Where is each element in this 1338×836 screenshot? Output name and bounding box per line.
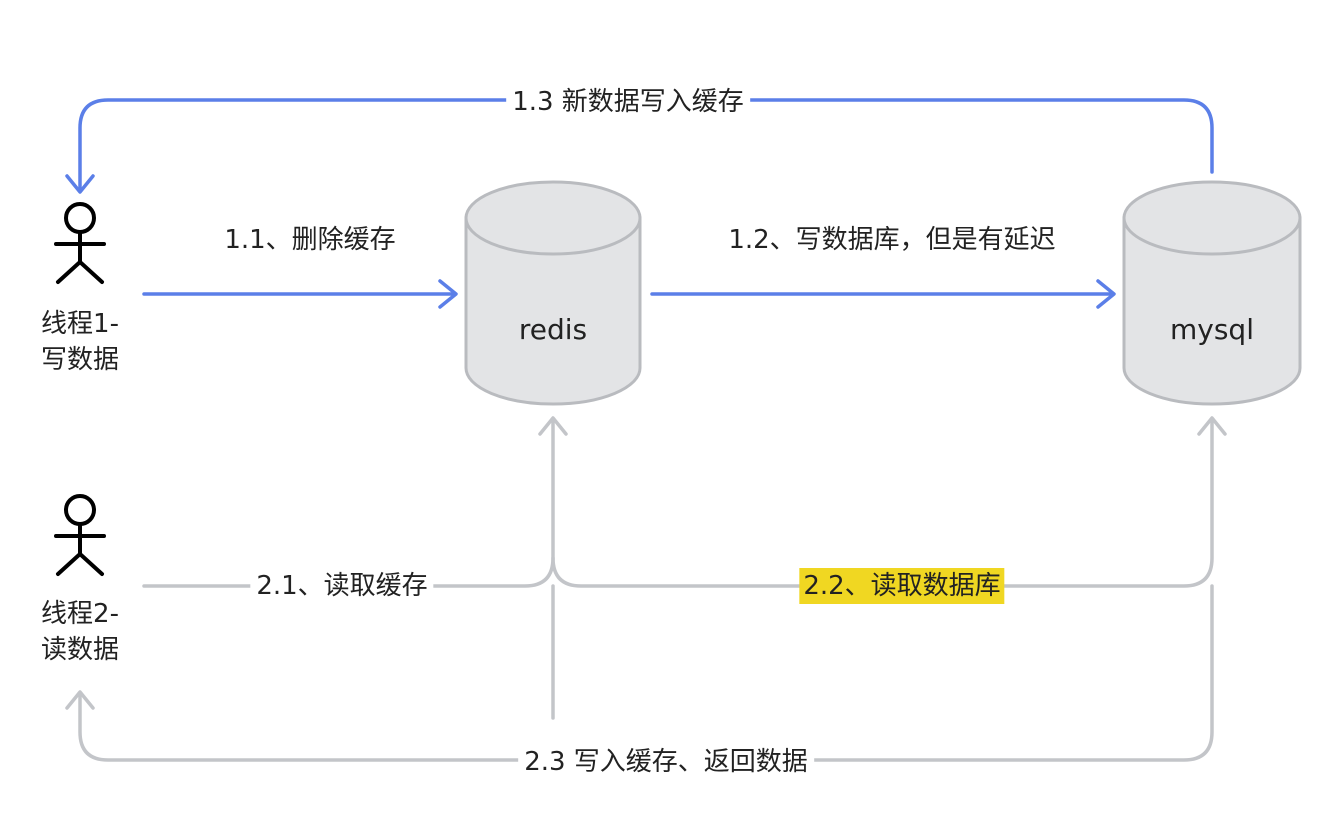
edge-1-1-arrow xyxy=(142,279,458,309)
actor-thread1-icon xyxy=(54,202,106,284)
edge-2-2-label: 2.2、读取数据库 xyxy=(799,568,1005,604)
edge-1-2-label: 1.2、写数据库，但是有延迟 xyxy=(722,224,1062,256)
edge-2-3-label: 2.3 写入缓存、返回数据 xyxy=(518,746,814,778)
redis-cylinder-icon xyxy=(464,180,642,406)
actor-thread1-line1: 线程1- xyxy=(41,309,119,339)
actor-thread2-label: 线程2- 读数据 xyxy=(41,596,119,668)
edge-1-2-arrow xyxy=(650,279,1116,309)
actor-thread2-line2: 读数据 xyxy=(40,635,120,665)
redis-label: redis xyxy=(518,313,588,346)
actor-thread1-line2: 写数据 xyxy=(40,345,120,375)
actor-thread2-icon xyxy=(54,494,106,576)
edge-1-1-label: 1.1、删除缓存 xyxy=(218,224,402,256)
edge-2-1-arrow xyxy=(142,416,568,588)
mysql-cylinder-icon xyxy=(1122,180,1302,406)
edge-2-3-arrow xyxy=(65,584,1214,762)
actor-thread2-line1: 线程2- xyxy=(41,599,119,629)
actor-thread1-label: 线程1- 写数据 xyxy=(41,306,119,378)
edge-1-3-label: 1.3 新数据写入缓存 xyxy=(506,86,750,118)
mysql-label: mysql xyxy=(1170,313,1254,346)
edge-2-1-label: 2.1、读取缓存 xyxy=(250,570,434,602)
edge-2-2-arrow xyxy=(551,416,1227,588)
